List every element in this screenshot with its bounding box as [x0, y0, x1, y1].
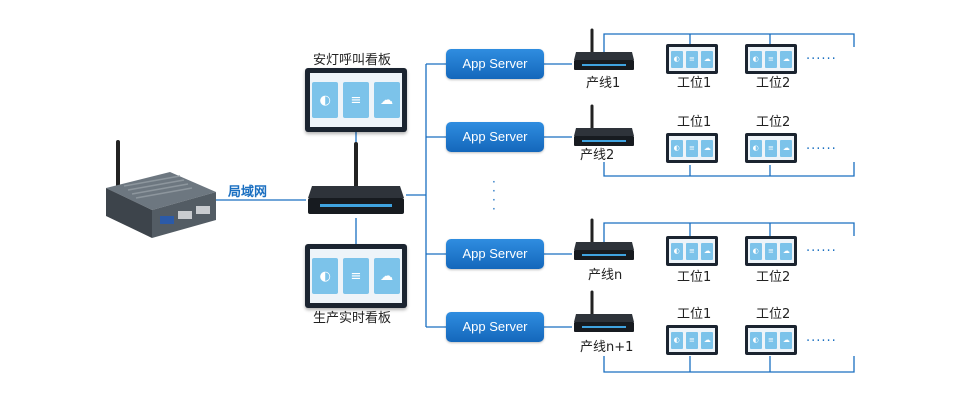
workstation-screen-icon: ◐≡☁: [745, 133, 797, 163]
wireless-router-icon: [574, 218, 634, 260]
top-board-label: 安灯呼叫看板: [313, 53, 392, 68]
workstation-screen-icon: ◐≡☁: [666, 133, 718, 163]
wireless-router-icon: [574, 290, 634, 332]
workstation-screen-icon: ◐≡☁: [745, 44, 797, 74]
workstation-screen-icon: ◐≡☁: [666, 236, 718, 266]
workstation-label: 工位1: [677, 270, 712, 285]
workstation-screen-icon: ◐≡☁: [666, 325, 718, 355]
workstation-label: 工位1: [677, 115, 712, 130]
workstation-screen-icon: ◐≡☁: [666, 44, 718, 74]
ellipsis: ......: [806, 138, 837, 153]
workstation-screen-icon: ◐≡☁: [745, 236, 797, 266]
wireless-router-icon: [574, 28, 634, 70]
ellipsis: ......: [806, 330, 837, 345]
app-server-button: App Server: [446, 239, 544, 269]
app-server-button: App Server: [446, 49, 544, 79]
workstation-label: 工位2: [756, 76, 791, 91]
app-server-button: App Server: [446, 122, 544, 152]
ellipsis: ......: [806, 48, 837, 63]
wireless-router-icon: [308, 142, 404, 214]
wireless-router-icon: [574, 104, 634, 146]
ellipsis-vertical: ····: [492, 175, 496, 216]
line-label: 产线2: [580, 148, 615, 163]
ellipsis: ......: [806, 240, 837, 255]
app-server-button: App Server: [446, 312, 544, 342]
line-label: 产线n: [588, 268, 623, 283]
line-label: 产线1: [586, 76, 621, 91]
bottom-board-label: 生产实时看板: [313, 311, 392, 326]
line-label: 产线n+1: [580, 340, 634, 355]
workstation-label: 工位1: [677, 307, 712, 322]
dashboard-screen-icon: ◐≡☁: [305, 244, 407, 308]
industrial-pc-icon: [106, 140, 216, 238]
workstation-label: 工位1: [677, 76, 712, 91]
dashboard-screen-icon: ◐≡☁: [305, 68, 407, 132]
workstation-label: 工位2: [756, 307, 791, 322]
workstation-label: 工位2: [756, 115, 791, 130]
workstation-screen-icon: ◐≡☁: [745, 325, 797, 355]
lan-label: 局域网: [228, 185, 268, 200]
workstation-label: 工位2: [756, 270, 791, 285]
